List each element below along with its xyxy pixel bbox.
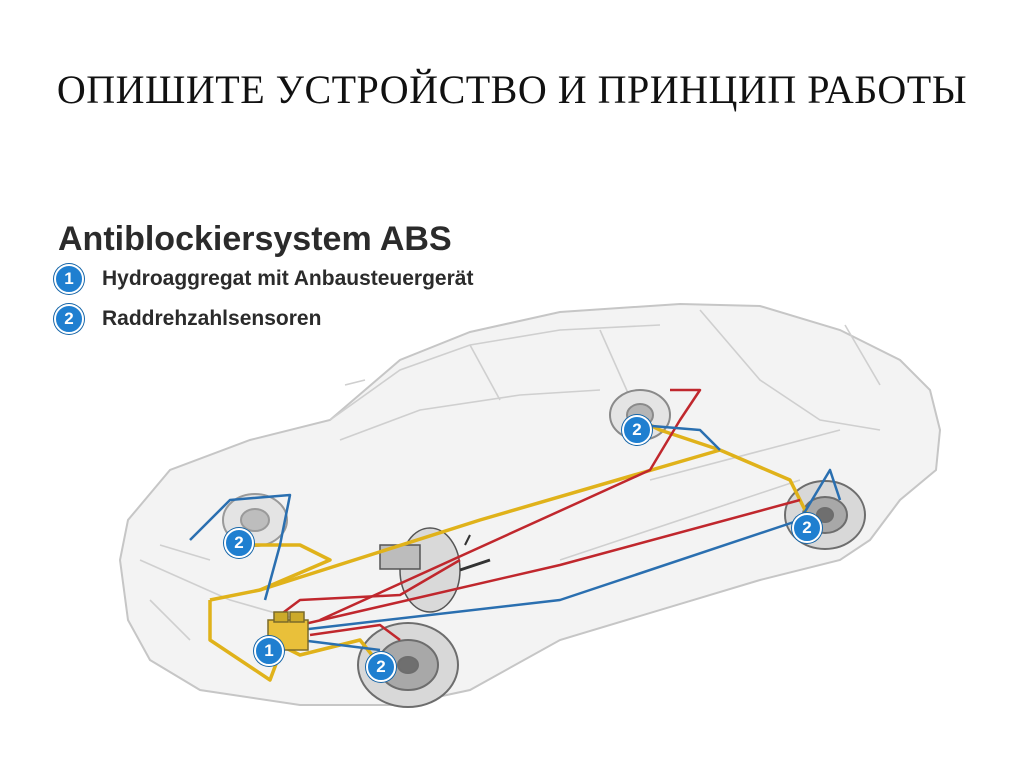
legend-badge-1: 1 <box>54 264 84 294</box>
legend-label-2: Raddrehzahlsensoren <box>102 307 321 331</box>
legend-label-1: Hydroaggregat mit Anbausteuergerät <box>102 267 473 291</box>
marker-sensor-rear-right: 2 <box>792 513 822 543</box>
legend-badge-2: 2 <box>54 304 84 334</box>
marker-sensor-front-left: 2 <box>224 528 254 558</box>
diagram-title: Antiblockiersystem ABS <box>58 220 452 259</box>
marker-sensor-front-right: 2 <box>366 652 396 682</box>
legend-item-hydro-unit: 1 Hydroaggregat mit Anbausteuergerät <box>54 264 473 294</box>
marker-sensor-rear-left: 2 <box>622 415 652 445</box>
legend-item-wheel-sensors: 2 Raddrehzahlsensoren <box>54 304 321 334</box>
marker-hydro-unit: 1 <box>254 636 284 666</box>
